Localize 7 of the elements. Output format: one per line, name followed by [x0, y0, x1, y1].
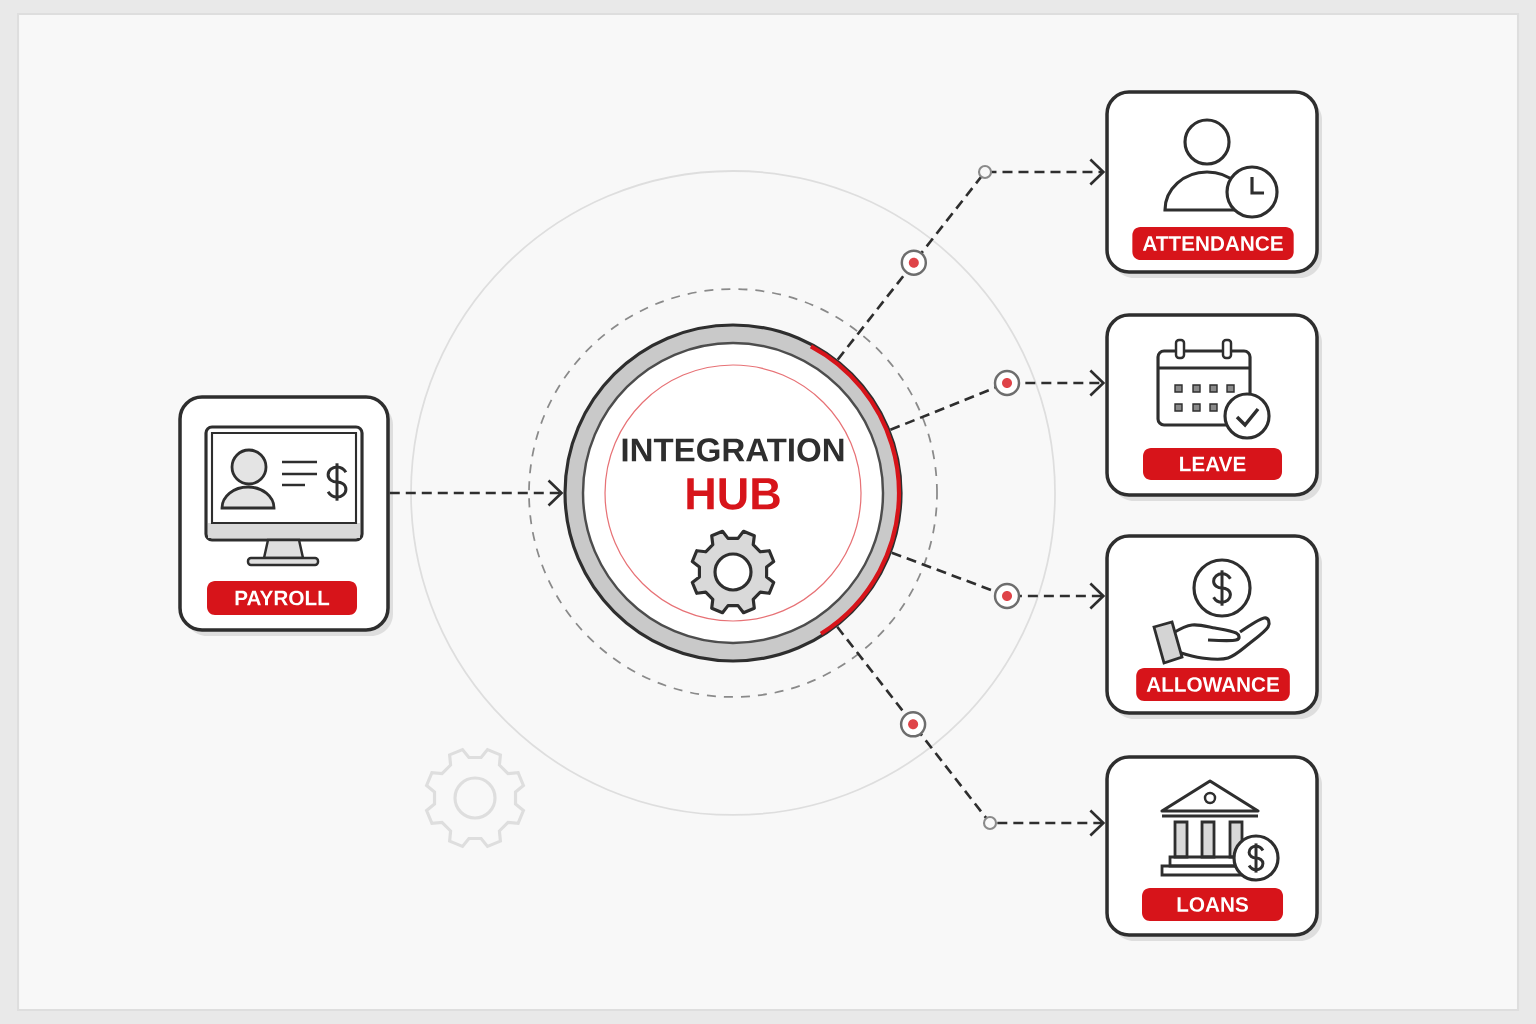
arrow	[836, 626, 1106, 837]
arrow	[389, 479, 564, 507]
heading-text: INTEGRATION	[622, 438, 844, 462]
arrow	[891, 551, 1106, 610]
arrow	[836, 158, 1106, 361]
arrow	[889, 369, 1106, 432]
heading-text: HUB	[687, 478, 780, 510]
